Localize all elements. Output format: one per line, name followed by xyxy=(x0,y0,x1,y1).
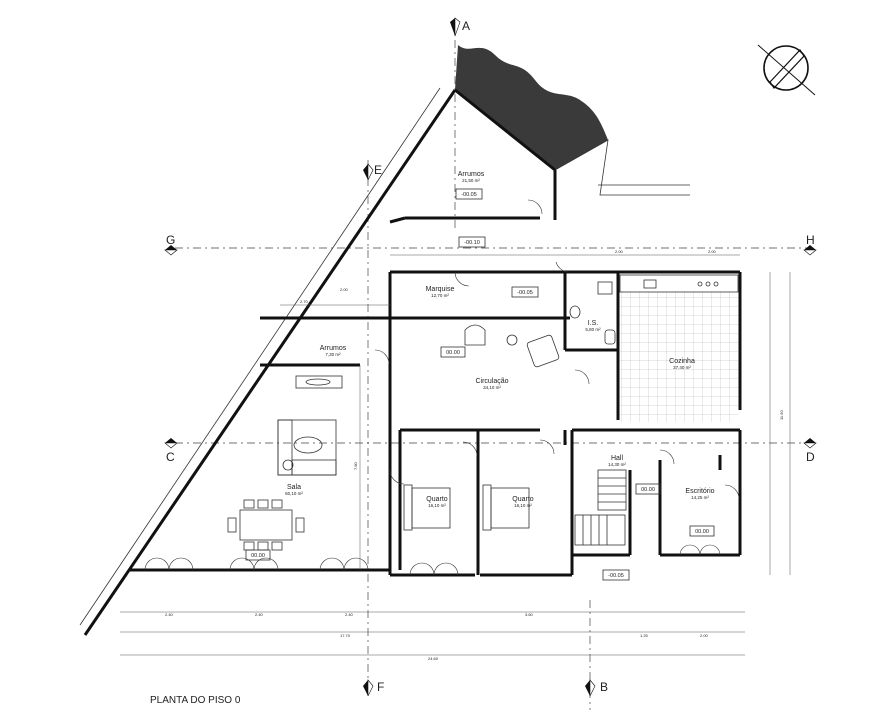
kitchen-counter xyxy=(619,274,739,293)
room-label-circulacao: Circulação 34,10 m² xyxy=(475,378,508,390)
dim-sala-height: 7.80 xyxy=(353,461,358,470)
room-label-arrumos-1: Arrumos 21,50 m² xyxy=(458,171,485,183)
drawing-caption: PLANTA DO PISO 0 xyxy=(150,695,241,706)
svg-text:-00.05: -00.05 xyxy=(608,573,624,579)
dim-right-side: 11.50 xyxy=(779,410,784,420)
level-tag-sala: 00.00 xyxy=(245,549,271,561)
room-label-sala: Sala 60,10 m² xyxy=(285,484,303,496)
svg-text:00.00: 00.00 xyxy=(251,553,265,559)
svg-text:34,10 m²: 34,10 m² xyxy=(483,385,501,390)
svg-text:60,10 m²: 60,10 m² xyxy=(285,491,303,496)
dim-b2: 2.40 xyxy=(255,612,264,617)
doors xyxy=(144,199,740,576)
svg-text:-00.10: -00.10 xyxy=(464,240,480,246)
sala-furniture xyxy=(227,375,343,551)
dim-top-1: 2.00 xyxy=(615,249,624,254)
svg-text:Arrumos: Arrumos xyxy=(320,345,347,352)
svg-text:Circulação: Circulação xyxy=(475,378,508,385)
dim-total-2: 24.60 xyxy=(428,656,439,661)
svg-text:37,40 m²: 37,40 m² xyxy=(673,365,691,370)
section-marker-c: C xyxy=(164,438,178,464)
room-label-marquise: Marquise 12,70 m² xyxy=(426,286,455,298)
terrain-hatch xyxy=(455,45,690,196)
axis-label-a: A xyxy=(462,19,470,33)
svg-text:16,10 m²: 16,10 m² xyxy=(428,503,446,508)
dim-mid-2: 2.00 xyxy=(340,287,349,292)
svg-text:14,25 m²: 14,25 m² xyxy=(691,495,709,500)
room-label-arrumos-2: Arrumos 7,30 m² xyxy=(320,345,347,357)
svg-text:Arrumos: Arrumos xyxy=(458,171,485,178)
dim-total-1: 17.70 xyxy=(340,633,351,638)
exterior-walls xyxy=(79,87,742,636)
svg-text:Marquise: Marquise xyxy=(426,286,455,293)
svg-text:-00.05: -00.05 xyxy=(517,290,533,296)
svg-text:7,30 m²: 7,30 m² xyxy=(325,352,341,357)
quarto-2-bed xyxy=(482,484,530,531)
svg-text:Quarto: Quarto xyxy=(512,496,534,503)
svg-text:Hall: Hall xyxy=(611,455,624,462)
svg-text:I.S.: I.S. xyxy=(588,320,599,327)
dim-b3: 2.40 xyxy=(345,612,354,617)
svg-text:16,10 m²: 16,10 m² xyxy=(514,503,532,508)
section-marker-a: A xyxy=(450,17,470,37)
svg-text:Cozinha: Cozinha xyxy=(669,358,695,365)
room-label-cozinha: Cozinha 37,40 m² xyxy=(669,358,695,370)
section-marker-h: H xyxy=(803,233,817,256)
section-marker-f: F xyxy=(363,679,384,697)
quarto-1-bed xyxy=(403,484,451,531)
dim-mid-1: 2.70 xyxy=(300,299,309,304)
axis-label-b: B xyxy=(600,680,608,694)
level-tag-marquise: -00.05 xyxy=(511,286,539,298)
dim-b6: 2.00 xyxy=(700,633,709,638)
room-label-escritorio: Escritório 14,25 m² xyxy=(685,488,714,500)
level-tag-top-corridor: -00.10 xyxy=(458,236,486,248)
north-arrow-icon xyxy=(757,44,816,96)
svg-text:00.00: 00.00 xyxy=(446,350,460,356)
svg-text:Quarto: Quarto xyxy=(426,496,448,503)
level-tag-escritorio: 00.00 xyxy=(689,525,715,537)
bathroom-fixtures xyxy=(569,281,616,345)
svg-text:00.00: 00.00 xyxy=(641,487,655,493)
axis-label-g: G xyxy=(166,233,175,247)
section-marker-g: G xyxy=(164,233,178,256)
axis-label-c: C xyxy=(166,450,175,464)
room-label-ls: I.S. 5,80 m² xyxy=(585,320,601,332)
level-tag-circulacao: 00.00 xyxy=(440,346,466,358)
dim-b4: 3.60 xyxy=(525,612,534,617)
svg-text:00.00: 00.00 xyxy=(695,529,709,535)
level-tag-exterior: -00.05 xyxy=(602,569,630,581)
staircase xyxy=(574,469,627,546)
room-label-quarto-2: Quarto 16,10 m² xyxy=(512,496,534,508)
dim-top-2: 2.00 xyxy=(708,249,717,254)
axis-label-e: E xyxy=(374,163,382,177)
svg-text:Sala: Sala xyxy=(287,484,301,491)
svg-text:Escritório: Escritório xyxy=(685,488,714,495)
level-tag-hall: 00.00 xyxy=(635,483,661,495)
room-label-hall: Hall 14,30 m² xyxy=(608,455,626,467)
axis-label-f: F xyxy=(377,680,384,694)
svg-text:-00.05: -00.05 xyxy=(461,192,477,198)
section-marker-e: E xyxy=(363,163,382,181)
circulacao-furniture xyxy=(464,324,560,368)
level-tag-arrumos: -00.05 xyxy=(455,188,483,200)
svg-text:21,50 m²: 21,50 m² xyxy=(462,178,480,183)
svg-text:14,30 m²: 14,30 m² xyxy=(608,462,626,467)
kitchen-tiles xyxy=(620,292,738,422)
svg-text:5,80 m²: 5,80 m² xyxy=(585,327,601,332)
dim-b1: 2.40 xyxy=(165,612,174,617)
room-label-quarto-1: Quarto 16,10 m² xyxy=(426,496,448,508)
axis-label-d: D xyxy=(806,450,815,464)
dim-b5: 1.25 xyxy=(640,633,649,638)
axis-label-h: H xyxy=(806,233,815,247)
svg-text:12,70 m²: 12,70 m² xyxy=(431,293,449,298)
section-marker-d: D xyxy=(803,438,817,464)
dimension-lines xyxy=(120,254,791,656)
section-marker-b: B xyxy=(585,679,608,697)
